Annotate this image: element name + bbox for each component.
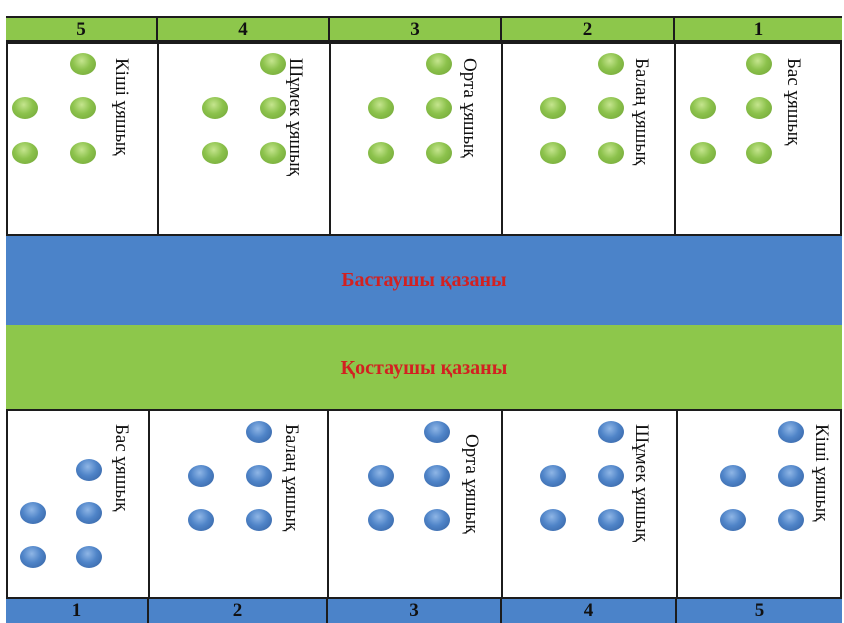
bottom-number-strip: 1 2 3 4 5 — [6, 597, 842, 623]
kumalak-blue — [188, 465, 214, 487]
toguz-board: 5 4 3 2 1 Кіші ұяшық Шұмек ұяшық — [6, 0, 842, 623]
kumalak-blue — [598, 509, 624, 531]
divider — [676, 409, 678, 599]
kumalak-green — [12, 97, 38, 119]
kumalak-green — [202, 142, 228, 164]
kumalak-blue — [188, 509, 214, 531]
pit-label: Шұмек ұяшық — [631, 424, 652, 542]
top-number-strip: 5 4 3 2 1 — [6, 16, 842, 44]
bottom-number: 1 — [6, 599, 149, 623]
pit-label: Орта ұяшық — [459, 58, 480, 158]
divider — [148, 409, 150, 599]
kumalak-green — [426, 53, 452, 75]
pit-label: Орта ұяшық — [461, 434, 482, 534]
top-number: 5 — [6, 18, 158, 42]
kumalak-green — [690, 142, 716, 164]
kumalak-blue — [540, 465, 566, 487]
pit-label: Бас ұяшық — [111, 424, 132, 512]
kumalak-green — [70, 97, 96, 119]
kumalak-blue — [76, 502, 102, 524]
divider — [501, 40, 503, 236]
kazan-label: Бастаушы қазаны — [341, 269, 507, 291]
kumalak-green — [426, 142, 452, 164]
kumalak-blue — [778, 509, 804, 531]
pit-label: Балаң ұяшық — [281, 424, 302, 532]
pit-label: Шұмек ұяшық — [285, 58, 306, 176]
kumalak-green — [368, 97, 394, 119]
kumalak-green — [598, 97, 624, 119]
kumalak-green — [746, 97, 772, 119]
kumalak-green — [368, 142, 394, 164]
kumalak-green — [426, 97, 452, 119]
kumalak-blue — [20, 546, 46, 568]
kumalak-blue — [778, 421, 804, 443]
kumalak-green — [540, 97, 566, 119]
kumalak-green — [540, 142, 566, 164]
kumalak-blue — [424, 509, 450, 531]
pit-label: Кіші ұяшық — [111, 58, 132, 156]
kazan-label: Қостаушы қазаны — [340, 356, 508, 379]
kazan-first-player: Бастаушы қазаны — [6, 236, 842, 325]
kumalak-green — [746, 142, 772, 164]
kumalak-green — [260, 53, 286, 75]
divider — [674, 40, 676, 236]
top-pits-frame — [6, 40, 842, 236]
kumalak-blue — [598, 465, 624, 487]
kumalak-blue — [424, 421, 450, 443]
kumalak-green — [260, 97, 286, 119]
divider — [157, 40, 159, 236]
kumalak-blue — [720, 509, 746, 531]
pit-label: Балаң ұяшық — [631, 58, 652, 166]
kazan-second-player: Қостаушы қазаны — [6, 325, 842, 411]
kumalak-green — [202, 97, 228, 119]
kumalak-green — [598, 142, 624, 164]
kumalak-blue — [368, 509, 394, 531]
kumalak-blue — [20, 502, 46, 524]
kumalak-green — [746, 53, 772, 75]
divider — [327, 409, 329, 599]
kumalak-blue — [76, 459, 102, 481]
kumalak-green — [260, 142, 286, 164]
kumalak-blue — [720, 465, 746, 487]
kumalak-blue — [246, 421, 272, 443]
kumalak-blue — [424, 465, 450, 487]
kumalak-green — [12, 142, 38, 164]
kumalak-blue — [598, 421, 624, 443]
kumalak-blue — [778, 465, 804, 487]
bottom-number: 4 — [502, 599, 677, 623]
divider — [329, 40, 331, 236]
kumalak-green — [70, 53, 96, 75]
bottom-number: 3 — [328, 599, 502, 623]
kumalak-green — [70, 142, 96, 164]
kumalak-blue — [540, 509, 566, 531]
top-number: 1 — [753, 19, 764, 40]
kumalak-blue — [76, 546, 102, 568]
kumalak-green — [598, 53, 624, 75]
kumalak-blue — [246, 509, 272, 531]
kumalak-blue — [246, 465, 272, 487]
divider — [501, 409, 503, 599]
kumalak-blue — [368, 465, 394, 487]
pit-label: Бас ұяшық — [783, 58, 804, 146]
pit-label: Кіші ұяшық — [811, 424, 832, 522]
bottom-number: 2 — [149, 599, 328, 623]
bottom-number: 5 — [754, 600, 765, 621]
kumalak-green — [690, 97, 716, 119]
top-number: 2 — [502, 18, 675, 42]
top-number: 4 — [158, 18, 330, 42]
top-number: 3 — [330, 18, 502, 42]
